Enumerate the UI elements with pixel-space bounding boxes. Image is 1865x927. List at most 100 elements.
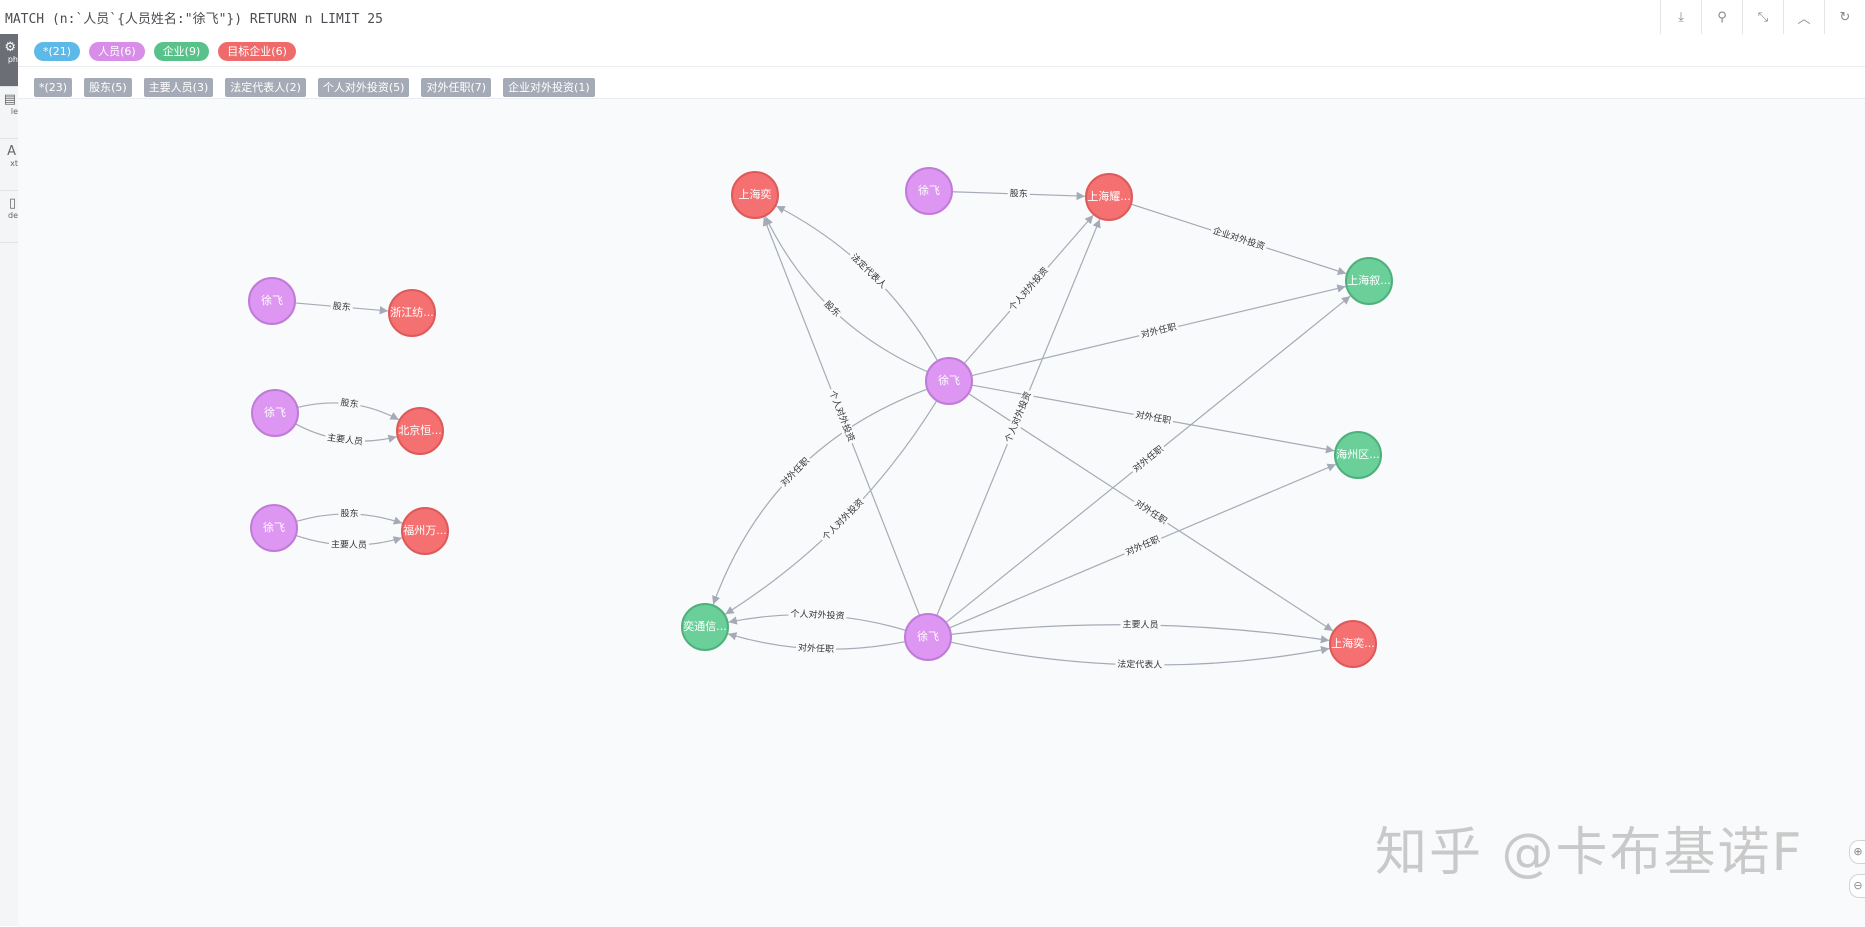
node-circle[interactable]	[388, 289, 436, 337]
zoom-in-icon[interactable]: ⊕	[1849, 840, 1865, 864]
node-circle[interactable]	[1345, 257, 1393, 305]
collapse-glyph: ⤡	[1757, 9, 1769, 25]
watermark: 知乎 @卡布基诺F	[1375, 823, 1804, 883]
edge-label-background	[825, 387, 858, 446]
node-circle[interactable]	[396, 407, 444, 455]
node-circle[interactable]	[925, 357, 973, 405]
table-icon: ▤	[3, 92, 16, 107]
person-node[interactable]: 徐飞	[248, 277, 296, 325]
relationship-edge[interactable]	[764, 216, 929, 373]
person-node[interactable]: 徐飞	[904, 613, 952, 661]
label-pill-all[interactable]: *(21)	[34, 42, 81, 61]
node-label: 徐飞	[938, 373, 960, 387]
nodes-layer: 徐飞浙江纺...徐飞北京恒...徐飞福州万...上海奕徐飞上海耀...上海叙..…	[248, 167, 1393, 668]
graph-canvas[interactable]: 股东股东主要人员股东主要人员股东企业对外投资股东法定代表人个人对外投资对外任职对…	[18, 98, 1865, 927]
node-label: 徐飞	[263, 520, 285, 534]
company-node[interactable]: 上海叙...	[1345, 257, 1393, 305]
pin-icon[interactable]: ⚲	[1701, 0, 1742, 34]
node-circle[interactable]	[904, 613, 952, 661]
edge-label: 个人对外投资	[1006, 265, 1050, 314]
target-company-node[interactable]: 北京恒...	[396, 407, 444, 455]
edge-label-background	[1001, 388, 1035, 447]
node-label: 上海耀...	[1087, 189, 1131, 203]
node-circle[interactable]	[681, 603, 729, 651]
node-label: 徐飞	[261, 293, 283, 307]
edge-label: 主要人员	[331, 538, 367, 551]
relationship-edge[interactable]	[712, 388, 928, 605]
rail-item-code[interactable]: ▯ de	[0, 190, 18, 243]
rail-label-table: le	[10, 107, 18, 116]
node-label: 上海叙...	[1347, 273, 1391, 287]
edge-label: 个人对外投资	[820, 496, 867, 543]
edge-label: 对外任职	[798, 642, 835, 656]
edge-label: 法定代表人	[848, 251, 889, 291]
rel-tag-external-position[interactable]: 对外任职(7)	[421, 78, 492, 97]
node-circle[interactable]	[1334, 431, 1382, 479]
rail-item-text[interactable]: A xt	[0, 138, 18, 191]
relationship-edge[interactable]	[724, 400, 938, 615]
edge-label-background	[795, 641, 837, 656]
collapse-icon[interactable]: ⤡	[1742, 0, 1783, 34]
edges-layer: 股东股东主要人员股东主要人员股东企业对外投资股东法定代表人个人对外投资对外任职对…	[294, 187, 1351, 672]
node-label: 徐飞	[917, 629, 939, 643]
node-circle[interactable]	[401, 507, 449, 555]
edge-label-background	[1120, 618, 1161, 632]
target-company-node[interactable]: 福州万...	[401, 507, 449, 555]
node-circle[interactable]	[250, 504, 298, 552]
edge-label: 对外任职	[778, 455, 812, 489]
edge-label-background	[324, 431, 366, 449]
node-circle[interactable]	[248, 277, 296, 325]
edge-label: 股东	[332, 300, 351, 313]
target-company-node[interactable]: 上海奕	[731, 171, 779, 219]
label-pill-company[interactable]: 企业(9)	[153, 42, 210, 61]
label-pill-person[interactable]: 人员(6)	[89, 42, 145, 61]
node-label: 徐飞	[918, 183, 940, 197]
company-node[interactable]: 奕通信...	[681, 603, 729, 651]
rail-item-graph[interactable]: ⚙ ph	[0, 34, 18, 87]
edge-label: 股东	[340, 396, 359, 410]
code-icon: ▯	[8, 196, 16, 211]
rail-label-text: xt	[10, 159, 18, 168]
rel-tag-shareholder[interactable]: 股东(5)	[84, 78, 132, 97]
chevron-up-icon[interactable]: ︿	[1783, 0, 1824, 34]
edge-label-background	[788, 607, 847, 623]
person-node[interactable]: 徐飞	[925, 357, 973, 405]
node-label: 奕通信...	[683, 619, 727, 633]
edge-label: 对外任职	[1130, 443, 1166, 475]
target-company-node[interactable]: 浙江纺...	[388, 289, 436, 337]
edge-label-background	[776, 453, 814, 491]
rel-tag-personal-investment[interactable]: 个人对外投资(5)	[317, 78, 410, 97]
relationship-edge[interactable]	[776, 205, 939, 362]
company-node[interactable]: 海州区...	[1334, 431, 1382, 479]
download-icon[interactable]: ⤓	[1660, 0, 1701, 34]
node-circle[interactable]	[1329, 620, 1377, 668]
node-label-filters: *(21) 人员(6) 企业(9) 目标企业(6)	[34, 42, 296, 61]
edge-label-background	[337, 396, 362, 412]
query-text[interactable]: MATCH (n:`人员`{人员姓名:"徐飞"}) RETURN n LIMIT…	[5, 12, 383, 27]
edge-label: 个人对外投资	[790, 607, 845, 621]
rel-tag-all[interactable]: *(23)	[34, 78, 73, 97]
label-pill-target-company[interactable]: 目标企业(6)	[218, 42, 296, 61]
person-node[interactable]: 徐飞	[250, 504, 298, 552]
node-circle[interactable]	[905, 167, 953, 215]
rel-tag-legal-rep[interactable]: 法定代表人(2)	[225, 78, 306, 97]
edge-label: 法定代表人	[1117, 658, 1162, 671]
node-circle[interactable]	[251, 389, 299, 437]
edge-label-background	[1132, 408, 1175, 428]
query-bar: MATCH (n:`人员`{人员姓名:"徐飞"}) RETURN n LIMIT…	[0, 0, 1865, 35]
person-node[interactable]: 徐飞	[905, 167, 953, 215]
refresh-icon[interactable]: ↻	[1824, 0, 1865, 34]
rel-tag-key-person[interactable]: 主要人员(3)	[143, 78, 214, 97]
rail-item-table[interactable]: ▤ le	[0, 86, 18, 139]
target-company-node[interactable]: 上海耀...	[1085, 173, 1133, 221]
edge-label: 对外任职	[1140, 321, 1178, 341]
node-circle[interactable]	[1085, 173, 1133, 221]
zoom-out-icon[interactable]: ⊖	[1849, 874, 1865, 898]
edge-label-background	[818, 494, 868, 545]
node-label: 海州区...	[1336, 447, 1380, 461]
graph-svg[interactable]: 股东股东主要人员股东主要人员股东企业对外投资股东法定代表人个人对外投资对外任职对…	[18, 99, 1865, 927]
rel-tag-corporate-investment[interactable]: 企业对外投资(1)	[503, 78, 595, 97]
person-node[interactable]: 徐飞	[251, 389, 299, 437]
node-circle[interactable]	[731, 171, 779, 219]
target-company-node[interactable]: 上海奕...	[1329, 620, 1377, 668]
